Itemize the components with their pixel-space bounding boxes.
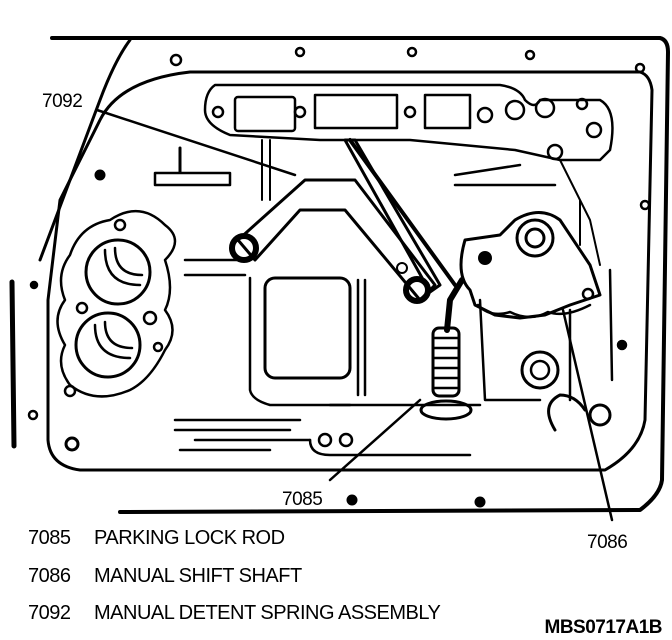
callout-7086: 7086 bbox=[587, 532, 628, 553]
rod-base bbox=[419, 399, 473, 421]
case-outline bbox=[50, 36, 670, 514]
parking-lock-rod bbox=[444, 277, 465, 333]
figure-code: MBS0717A1B bbox=[544, 617, 663, 638]
center-window bbox=[263, 276, 352, 380]
callout-7092: 7092 bbox=[42, 91, 83, 112]
legend-description: MANUAL DETENT SPRING ASSEMBLY bbox=[94, 602, 441, 624]
servo-bore-upper bbox=[84, 238, 152, 306]
plate-slot-1 bbox=[233, 95, 297, 133]
leader-7086 bbox=[561, 308, 614, 522]
case-left-edge bbox=[38, 38, 132, 262]
legend-number: 7085 bbox=[28, 527, 71, 549]
plate-slot-3 bbox=[423, 93, 472, 130]
legend-item-7085: 7085 PARKING LOCK ROD bbox=[28, 528, 285, 548]
plate-slot-2 bbox=[313, 93, 399, 130]
pan-outline bbox=[46, 70, 654, 472]
servo-bore-lower bbox=[74, 311, 142, 379]
manual-lever-plate bbox=[459, 211, 602, 320]
legend-description: MANUAL SHIFT SHAFT bbox=[94, 565, 302, 587]
leader-7092 bbox=[95, 108, 297, 177]
servo-housing bbox=[56, 209, 177, 398]
shift-shaft-bore bbox=[515, 218, 555, 258]
legend-item-7086: 7086 MANUAL SHIFT SHAFT bbox=[28, 566, 302, 586]
legend-description: PARKING LOCK ROD bbox=[94, 527, 285, 549]
legend-item-7092: 7092 MANUAL DETENT SPRING ASSEMBLY bbox=[28, 602, 441, 624]
upper-bar-left bbox=[153, 171, 232, 187]
leader-7085 bbox=[328, 398, 422, 482]
upper-plate bbox=[203, 83, 614, 162]
rod-spring bbox=[431, 326, 461, 398]
case-left-rail bbox=[9, 279, 17, 449]
callout-7085: 7085 bbox=[282, 489, 323, 510]
legend-number: 7086 bbox=[28, 565, 71, 587]
legend-number: 7092 bbox=[28, 602, 71, 624]
arm-pivot-left bbox=[229, 233, 259, 263]
